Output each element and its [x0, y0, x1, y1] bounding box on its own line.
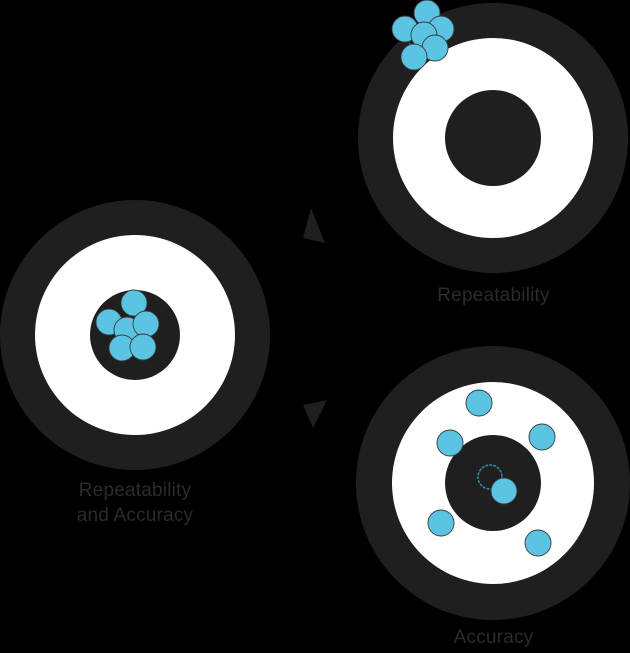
measurement-dot: [465, 389, 493, 417]
arrow-down-icon: [303, 400, 327, 428]
target-label-repeatability: Repeatability: [437, 285, 550, 306]
measurement-dot: [528, 423, 556, 451]
measurement-dot: [132, 310, 160, 338]
measurement-dot: [427, 509, 455, 537]
target-repeatability: [358, 0, 628, 273]
target-ring-inner: [445, 435, 541, 531]
measurement-dot: [400, 43, 428, 71]
target-repeatability-and-accuracy: [0, 200, 270, 470]
target-label-accuracy: Accuracy: [453, 627, 534, 648]
arrow-up-icon: [303, 208, 325, 243]
target-ring-inner: [445, 90, 541, 186]
target-center-marker: [477, 464, 503, 490]
measurement-dot: [120, 289, 148, 317]
target-accuracy: [356, 346, 630, 620]
measurement-dot: [524, 529, 552, 557]
target-label-repeatability-and-accuracy: Repeatability and Accuracy: [76, 480, 194, 526]
measurement-dot: [490, 477, 518, 505]
arrows-group: [303, 208, 327, 428]
measurement-dot: [129, 333, 157, 361]
measurement-dot: [436, 429, 464, 457]
targets-group: [0, 0, 630, 620]
